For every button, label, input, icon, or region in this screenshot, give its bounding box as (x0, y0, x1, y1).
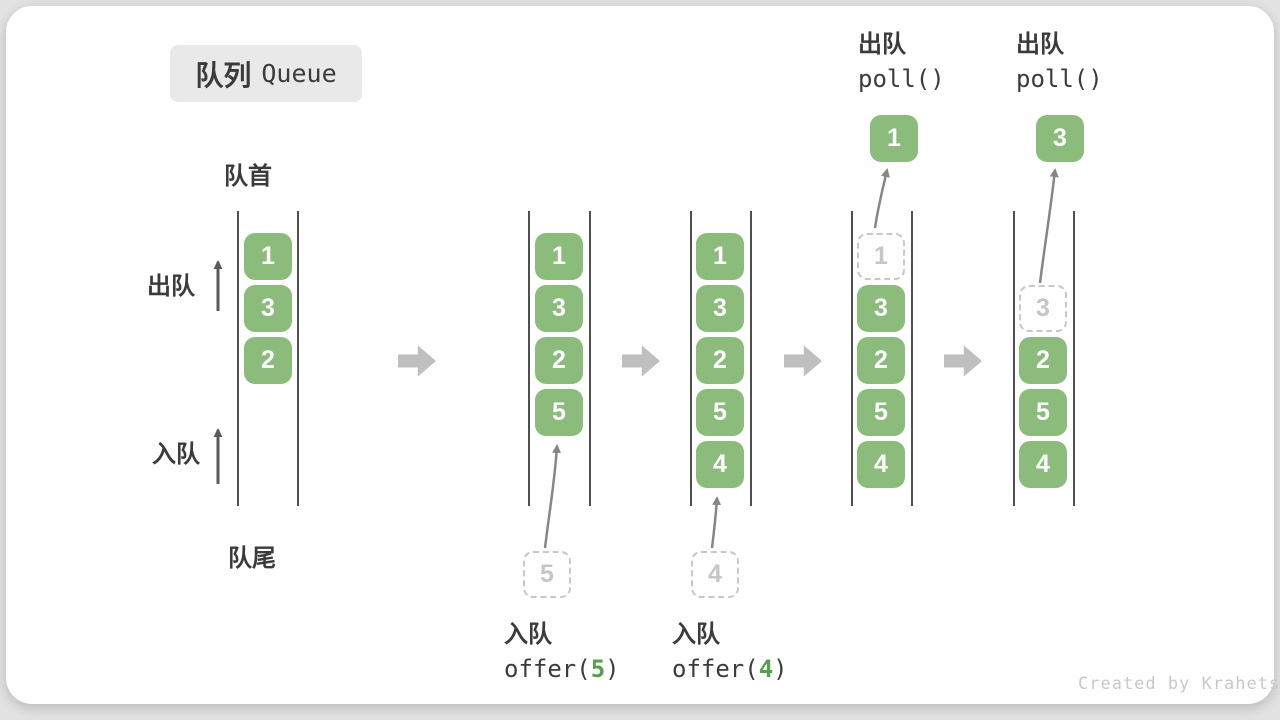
queue3-wall-left (690, 211, 692, 506)
op-code: offer(5) (504, 651, 620, 687)
op-enqueue-offer-5: 入队 offer(5) (504, 618, 620, 687)
queue2-wall-left (528, 211, 530, 506)
staged-value-ghost-box: 4 (691, 551, 739, 598)
queue-cell: 4 (696, 441, 744, 488)
queue-cell: 1 (244, 233, 292, 280)
staged-value-ghost-box: 5 (523, 551, 571, 598)
queue-cell: 1 (535, 233, 583, 280)
queue5-wall-left (1013, 211, 1015, 506)
code-paren: ) (773, 655, 788, 683)
queue-cell: 2 (857, 337, 905, 384)
label-queue-front: 队首 (224, 163, 272, 190)
queue-cell: 1 (696, 233, 744, 280)
code-fn: offer( (504, 655, 591, 683)
title-box: 队列 Queue (170, 45, 362, 102)
code-paren: ) (605, 655, 620, 683)
dequeued-value-box: 3 (1036, 115, 1084, 162)
dequeued-value-box: 1 (870, 115, 918, 162)
queue-cell: 5 (1019, 389, 1067, 436)
queue5-wall-right (1073, 211, 1075, 506)
queue4-wall-right (911, 211, 913, 506)
op-enqueue-offer-4: 入队 offer(4) (672, 618, 788, 687)
queue3-wall-right (750, 211, 752, 506)
queue-cell: 2 (696, 337, 744, 384)
queue-cell: 2 (535, 337, 583, 384)
op-dequeue-poll-3: 出队 poll() (1016, 28, 1103, 97)
code-fn: offer( (672, 655, 759, 683)
queue-cell: 2 (244, 337, 292, 384)
queue-cell: 3 (244, 285, 292, 332)
title-en: Queue (261, 59, 337, 88)
queue1-wall-left (237, 211, 239, 506)
op-code: poll() (1016, 65, 1103, 93)
queue4-wall-left (851, 211, 853, 506)
queue-cell: 5 (535, 389, 583, 436)
queue2-wall-right (589, 211, 591, 506)
code-arg: 4 (758, 655, 774, 683)
queue-cell: 2 (1019, 337, 1067, 384)
queue-cell: 3 (857, 285, 905, 332)
op-label: 入队 (504, 621, 552, 648)
queue-cell: 4 (857, 441, 905, 488)
op-code: poll() (858, 65, 945, 93)
removed-slot-ghost: 1 (857, 233, 905, 280)
title-zh: 队列 (195, 59, 252, 91)
label-queue-rear: 队尾 (228, 545, 276, 572)
queue-cell: 5 (857, 389, 905, 436)
queue-cell: 4 (1019, 441, 1067, 488)
queue-cell: 3 (535, 285, 583, 332)
removed-slot-ghost: 3 (1019, 285, 1067, 332)
op-dequeue-poll-1: 出队 poll() (858, 28, 945, 97)
op-label: 出队 (1016, 31, 1064, 58)
op-code: offer(4) (672, 651, 788, 687)
op-label: 入队 (672, 621, 720, 648)
watermark: Created by Krahets (1078, 674, 1280, 694)
queue-cell: 5 (696, 389, 744, 436)
op-label: 出队 (858, 31, 906, 58)
label-dequeue-side: 出队 (147, 273, 195, 300)
label-enqueue-side: 入队 (152, 441, 200, 468)
queue-cell: 3 (696, 285, 744, 332)
code-arg: 5 (590, 655, 606, 683)
queue1-wall-right (297, 211, 299, 506)
